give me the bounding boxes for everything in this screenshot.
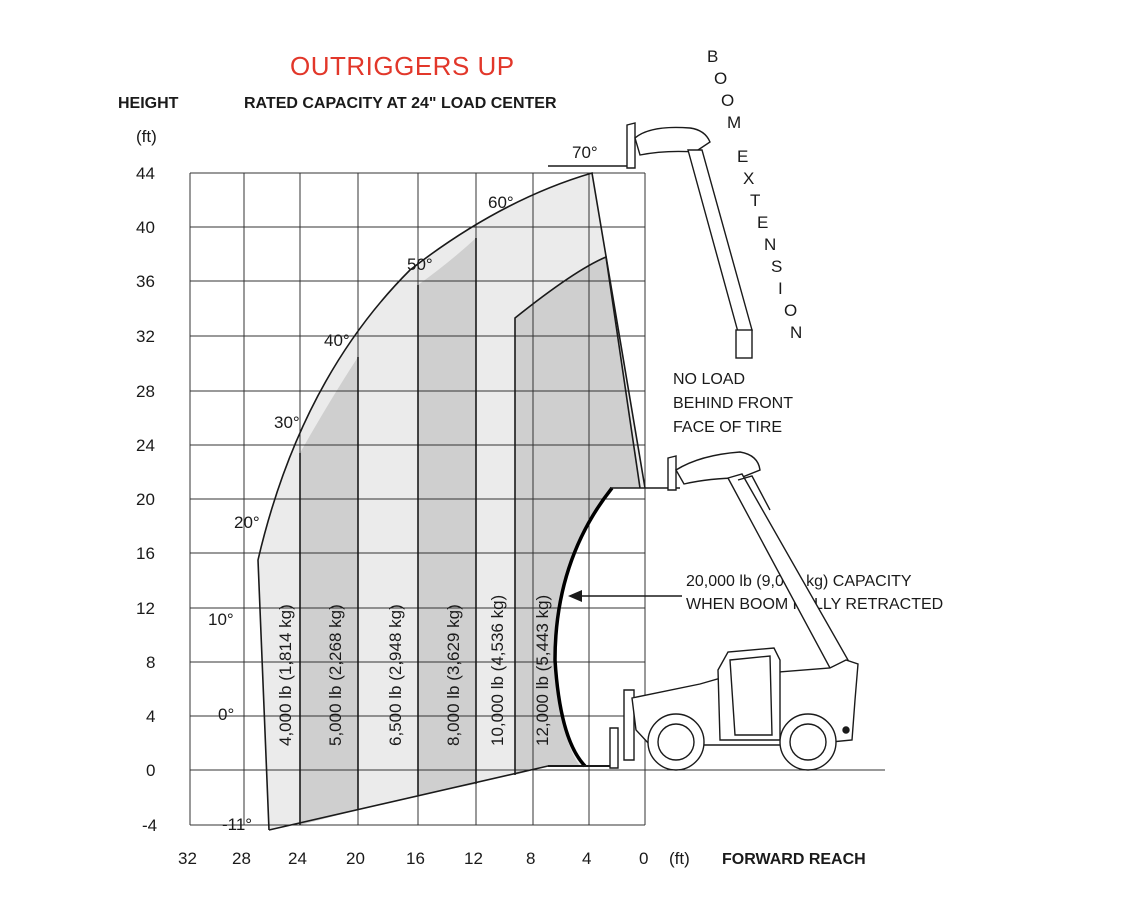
y-tick: 28 — [136, 382, 155, 401]
x-tick: 0 — [639, 849, 648, 868]
y-tick: 40 — [136, 218, 155, 237]
x-tick: 12 — [464, 849, 483, 868]
y-axis-label: HEIGHT — [118, 95, 179, 112]
capacity-band-5000 — [300, 357, 358, 825]
inner-envelope-12000 — [514, 255, 641, 775]
boom-extension-letter: I — [778, 279, 783, 298]
boom-extension-letter: T — [750, 191, 760, 210]
no-load-note: NO LOAD BEHIND FRONT FACE OF TIRE — [673, 371, 793, 436]
boom-extension-letter: E — [757, 213, 768, 232]
x-tick: 32 — [178, 849, 197, 868]
angle-label: 60° — [488, 193, 514, 212]
angle-label: 30° — [274, 413, 300, 432]
boom-angle-labels: 70° 60° 50° 40° 30° 20° 10° 0° -11° — [208, 143, 598, 834]
y-tick: 20 — [136, 490, 155, 509]
telehandler-illustration — [548, 647, 859, 771]
x-tick: 16 — [406, 849, 425, 868]
note-line: NO LOAD — [673, 371, 745, 388]
angle-label: -11° — [222, 815, 252, 834]
x-axis-label: FORWARD REACH — [722, 851, 866, 868]
boom-extension-letter: O — [784, 301, 797, 320]
y-tick: 8 — [146, 653, 155, 672]
x-axis-unit: (ft) — [669, 849, 690, 868]
y-tick: 4 — [146, 707, 155, 726]
y-tick: 36 — [136, 272, 155, 291]
boom-extension-letter: E — [737, 147, 748, 166]
y-axis-unit: (ft) — [136, 127, 157, 146]
boom-extension-letter: S — [771, 257, 782, 276]
x-axis-ticks: 32 28 24 20 16 12 8 4 0 (ft) FORWARD REA… — [178, 849, 866, 868]
band-label: 12,000 lb (5,443 kg) — [533, 595, 552, 746]
boom-extension-letter: N — [764, 235, 776, 254]
retracted-curve — [553, 486, 614, 768]
band-label: 4,000 lb (1,814 kg) — [276, 604, 295, 746]
angle-label: 0° — [218, 705, 234, 724]
band-label: 8,000 lb (3,629 kg) — [444, 604, 463, 746]
x-tick: 24 — [288, 849, 307, 868]
note-line: BEHIND FRONT — [673, 395, 793, 412]
y-tick: 24 — [136, 436, 155, 455]
capacity-band-8000 — [418, 238, 476, 795]
angle-label: 40° — [324, 331, 350, 350]
y-tick: 0 — [146, 761, 155, 780]
boom-extension-letter: N — [790, 323, 802, 342]
angle-label: 10° — [208, 610, 234, 629]
boom-extension-letter: B — [707, 47, 718, 66]
angle-label: 70° — [572, 143, 598, 162]
capacity-bands — [258, 173, 645, 830]
outer-envelope — [257, 171, 646, 831]
band-label: 6,500 lb (2,948 kg) — [386, 604, 405, 746]
boom-extension-letter: O — [714, 69, 727, 88]
y-axis-ticks: 44 40 36 32 28 24 20 16 12 8 4 0 -4 — [136, 164, 157, 835]
band-label: 5,000 lb (2,268 kg) — [326, 604, 345, 746]
x-tick: 4 — [582, 849, 591, 868]
y-tick: -4 — [142, 816, 157, 835]
y-tick: 44 — [136, 164, 155, 183]
capacity-arrow — [568, 590, 682, 602]
boom-20-ft-illustration — [610, 451, 849, 669]
x-tick: 20 — [346, 849, 365, 868]
y-tick: 16 — [136, 544, 155, 563]
band-label: 10,000 lb (4,536 kg) — [488, 595, 507, 746]
capacity-band-labels: 4,000 lb (1,814 kg) 5,000 lb (2,268 kg) … — [276, 595, 552, 746]
y-tick: 12 — [136, 599, 155, 618]
boom-extension-letter: M — [727, 113, 741, 132]
angle-label: 50° — [407, 255, 433, 274]
x-tick: 28 — [232, 849, 251, 868]
boom-extension-letter: O — [721, 91, 734, 110]
boom-70-deg-illustration — [626, 122, 753, 359]
boom-extension-label: B O O M E X T E N S I O N — [707, 47, 802, 342]
chart-subtitle: RATED CAPACITY AT 24" LOAD CENTER — [244, 95, 557, 112]
note-line: FACE OF TIRE — [673, 419, 782, 436]
y-tick: 32 — [136, 327, 155, 346]
capacity-band-12000 — [515, 257, 640, 775]
angle-label: 20° — [234, 513, 260, 532]
chart-title: OUTRIGGERS UP — [290, 51, 515, 81]
boom-extension-letter: X — [743, 169, 754, 188]
x-tick: 8 — [526, 849, 535, 868]
